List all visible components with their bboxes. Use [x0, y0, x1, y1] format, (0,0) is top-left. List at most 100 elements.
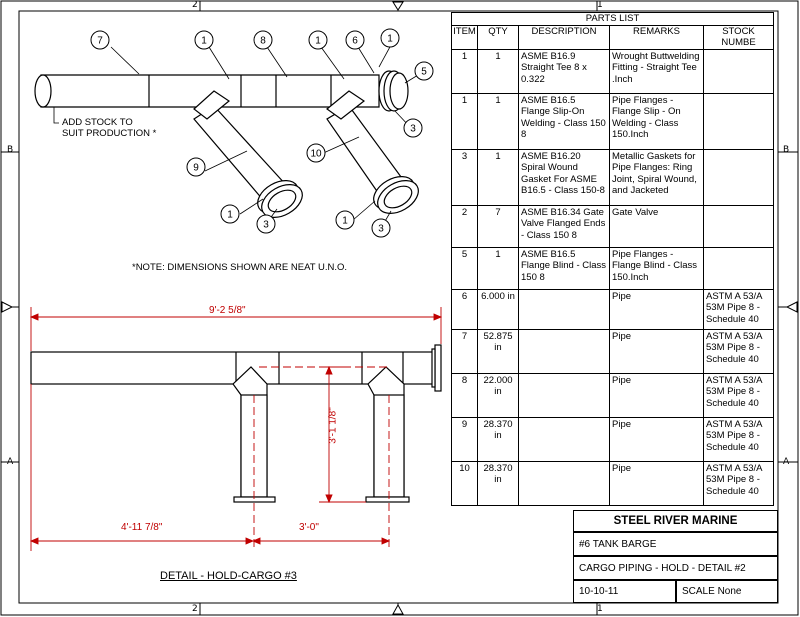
- col-header-item: ITEM: [451, 24, 478, 50]
- parts-list-table: PARTS LIST ITEM QTY DESCRIPTION REMARKS …: [451, 12, 774, 506]
- detail-label: DETAIL - HOLD-CARGO #3: [160, 570, 297, 582]
- remarks-cell: Pipe: [609, 460, 704, 506]
- qty-cell: 1: [477, 246, 519, 290]
- header-pipe-elevation: [30, 351, 436, 385]
- qty-cell: 28.370 in: [477, 416, 519, 462]
- zone-bottom-2: 2: [192, 604, 198, 614]
- parts-list-title: PARTS LIST: [451, 12, 774, 26]
- center-arrow-top: [392, 1, 404, 11]
- description-cell: ASME B16.9 Straight Tee 8 x 0.322: [518, 48, 610, 94]
- stock-cell: [703, 48, 774, 94]
- flange-end-header: [378, 70, 409, 112]
- qty-cell: 7: [477, 204, 519, 248]
- qty-cell: 52.875 in: [477, 328, 519, 374]
- description-cell: ASME B16.5 Flange Blind - Class 150 8: [518, 246, 610, 290]
- description-cell: ASME B16.34 Gate Valve Flanged Ends - Cl…: [518, 204, 610, 248]
- item-cell: 1: [451, 48, 478, 94]
- drawing-title: CARGO PIPING - HOLD - DETAIL #2: [573, 556, 778, 580]
- flange-branch-10: [373, 176, 419, 214]
- stock-cell: [703, 204, 774, 248]
- remarks-cell: Wrought Buttwelding Fitting - Straight T…: [609, 48, 704, 94]
- zone-right-b: B: [783, 145, 790, 155]
- remarks-cell: Pipe: [609, 372, 704, 418]
- item-cell: 8: [451, 372, 478, 418]
- remarks-cell: Pipe: [609, 416, 704, 462]
- left-offset-dimension: 4'-11 7/8": [121, 522, 163, 533]
- zone-top-1: 1: [597, 0, 603, 10]
- item-cell: 6: [451, 288, 478, 330]
- item-cell: 5: [451, 246, 478, 290]
- zone-bottom-1: 1: [597, 604, 603, 614]
- remarks-cell: Pipe: [609, 288, 704, 330]
- remarks-cell: Pipe Flanges - Flange Blind - Class 150.…: [609, 246, 704, 290]
- description-cell: [518, 460, 610, 506]
- overall-length-dimension: 9'-2 5/8": [209, 305, 246, 316]
- branch-spacing-dimension: 3'-0": [299, 522, 319, 533]
- center-arrow-left: [1, 301, 19, 313]
- qty-cell: 1: [477, 48, 519, 94]
- header-pipe-end: [34, 74, 52, 108]
- center-arrow-bottom: [392, 603, 404, 615]
- stock-cell: ASTM A 53/A 53M Pipe 8 - Schedule 40: [703, 372, 774, 418]
- col-header-qty: QTY: [477, 24, 519, 50]
- zone-left-b: B: [7, 145, 14, 155]
- remarks-cell: Pipe: [609, 328, 704, 374]
- qty-cell: 6.000 in: [477, 288, 519, 330]
- qty-cell: 22.000 in: [477, 372, 519, 418]
- item-cell: 2: [451, 204, 478, 248]
- drawing-scale: SCALE None: [676, 580, 778, 603]
- remarks-cell: Gate Valve: [609, 204, 704, 248]
- stock-cell: [703, 246, 774, 290]
- company-name: STEEL RIVER MARINE: [573, 510, 778, 532]
- isometric-view: [34, 44, 424, 229]
- stock-cell: ASTM A 53/A 53M Pipe 8 - Schedule 40: [703, 416, 774, 462]
- drawing-date: 10-10-11: [573, 580, 676, 603]
- stock-cell: ASTM A 53/A 53M Pipe 8 - Schedule 40: [703, 460, 774, 506]
- qty-cell: 1: [477, 92, 519, 150]
- description-cell: [518, 328, 610, 374]
- item-cell: 9: [451, 416, 478, 462]
- col-header-description: DESCRIPTION: [518, 24, 610, 50]
- neat-dimensions-note: *NOTE: DIMENSIONS SHOWN ARE NEAT U.N.O.: [132, 262, 348, 273]
- flange-end-elevation: [434, 344, 442, 392]
- height-dimension: 3'-1 1/8": [327, 407, 339, 444]
- center-arrow-right: [778, 301, 798, 313]
- description-cell: ASME B16.5 Flange Slip-On Welding - Clas…: [518, 92, 610, 150]
- orthographic-view: [29, 307, 443, 551]
- item-cell: 10: [451, 460, 478, 506]
- qty-cell: 28.370 in: [477, 460, 519, 506]
- zone-top-2: 2: [192, 0, 198, 10]
- remarks-cell: Metallic Gaskets for Pipe Flanges: Ring …: [609, 148, 704, 206]
- col-header-stock: STOCK NUMBE: [703, 24, 774, 50]
- description-cell: [518, 288, 610, 330]
- stock-cell: ASTM A 53/A 53M Pipe 8 - Schedule 40: [703, 328, 774, 374]
- item-cell: 3: [451, 148, 478, 206]
- stock-cell: [703, 92, 774, 150]
- item-cell: 1: [451, 92, 478, 150]
- project-name: #6 TANK BARGE: [573, 532, 778, 556]
- item-cell: 7: [451, 328, 478, 374]
- zone-right-a: A: [783, 457, 790, 467]
- stock-cell: ASTM A 53/A 53M Pipe 8 - Schedule 40: [703, 288, 774, 330]
- qty-cell: 1: [477, 148, 519, 206]
- description-cell: [518, 372, 610, 418]
- remarks-cell: Pipe Flanges - Flange Slip - On Welding …: [609, 92, 704, 150]
- description-cell: ASME B16.20 Spiral Wound Gasket For ASME…: [518, 148, 610, 206]
- add-stock-note: ADD STOCK TO SUIT PRODUCTION *: [62, 117, 157, 139]
- col-header-remarks: REMARKS: [609, 24, 704, 50]
- stock-cell: [703, 148, 774, 206]
- description-cell: [518, 416, 610, 462]
- zone-left-a: A: [7, 457, 14, 467]
- flange-branch-9: [257, 180, 303, 218]
